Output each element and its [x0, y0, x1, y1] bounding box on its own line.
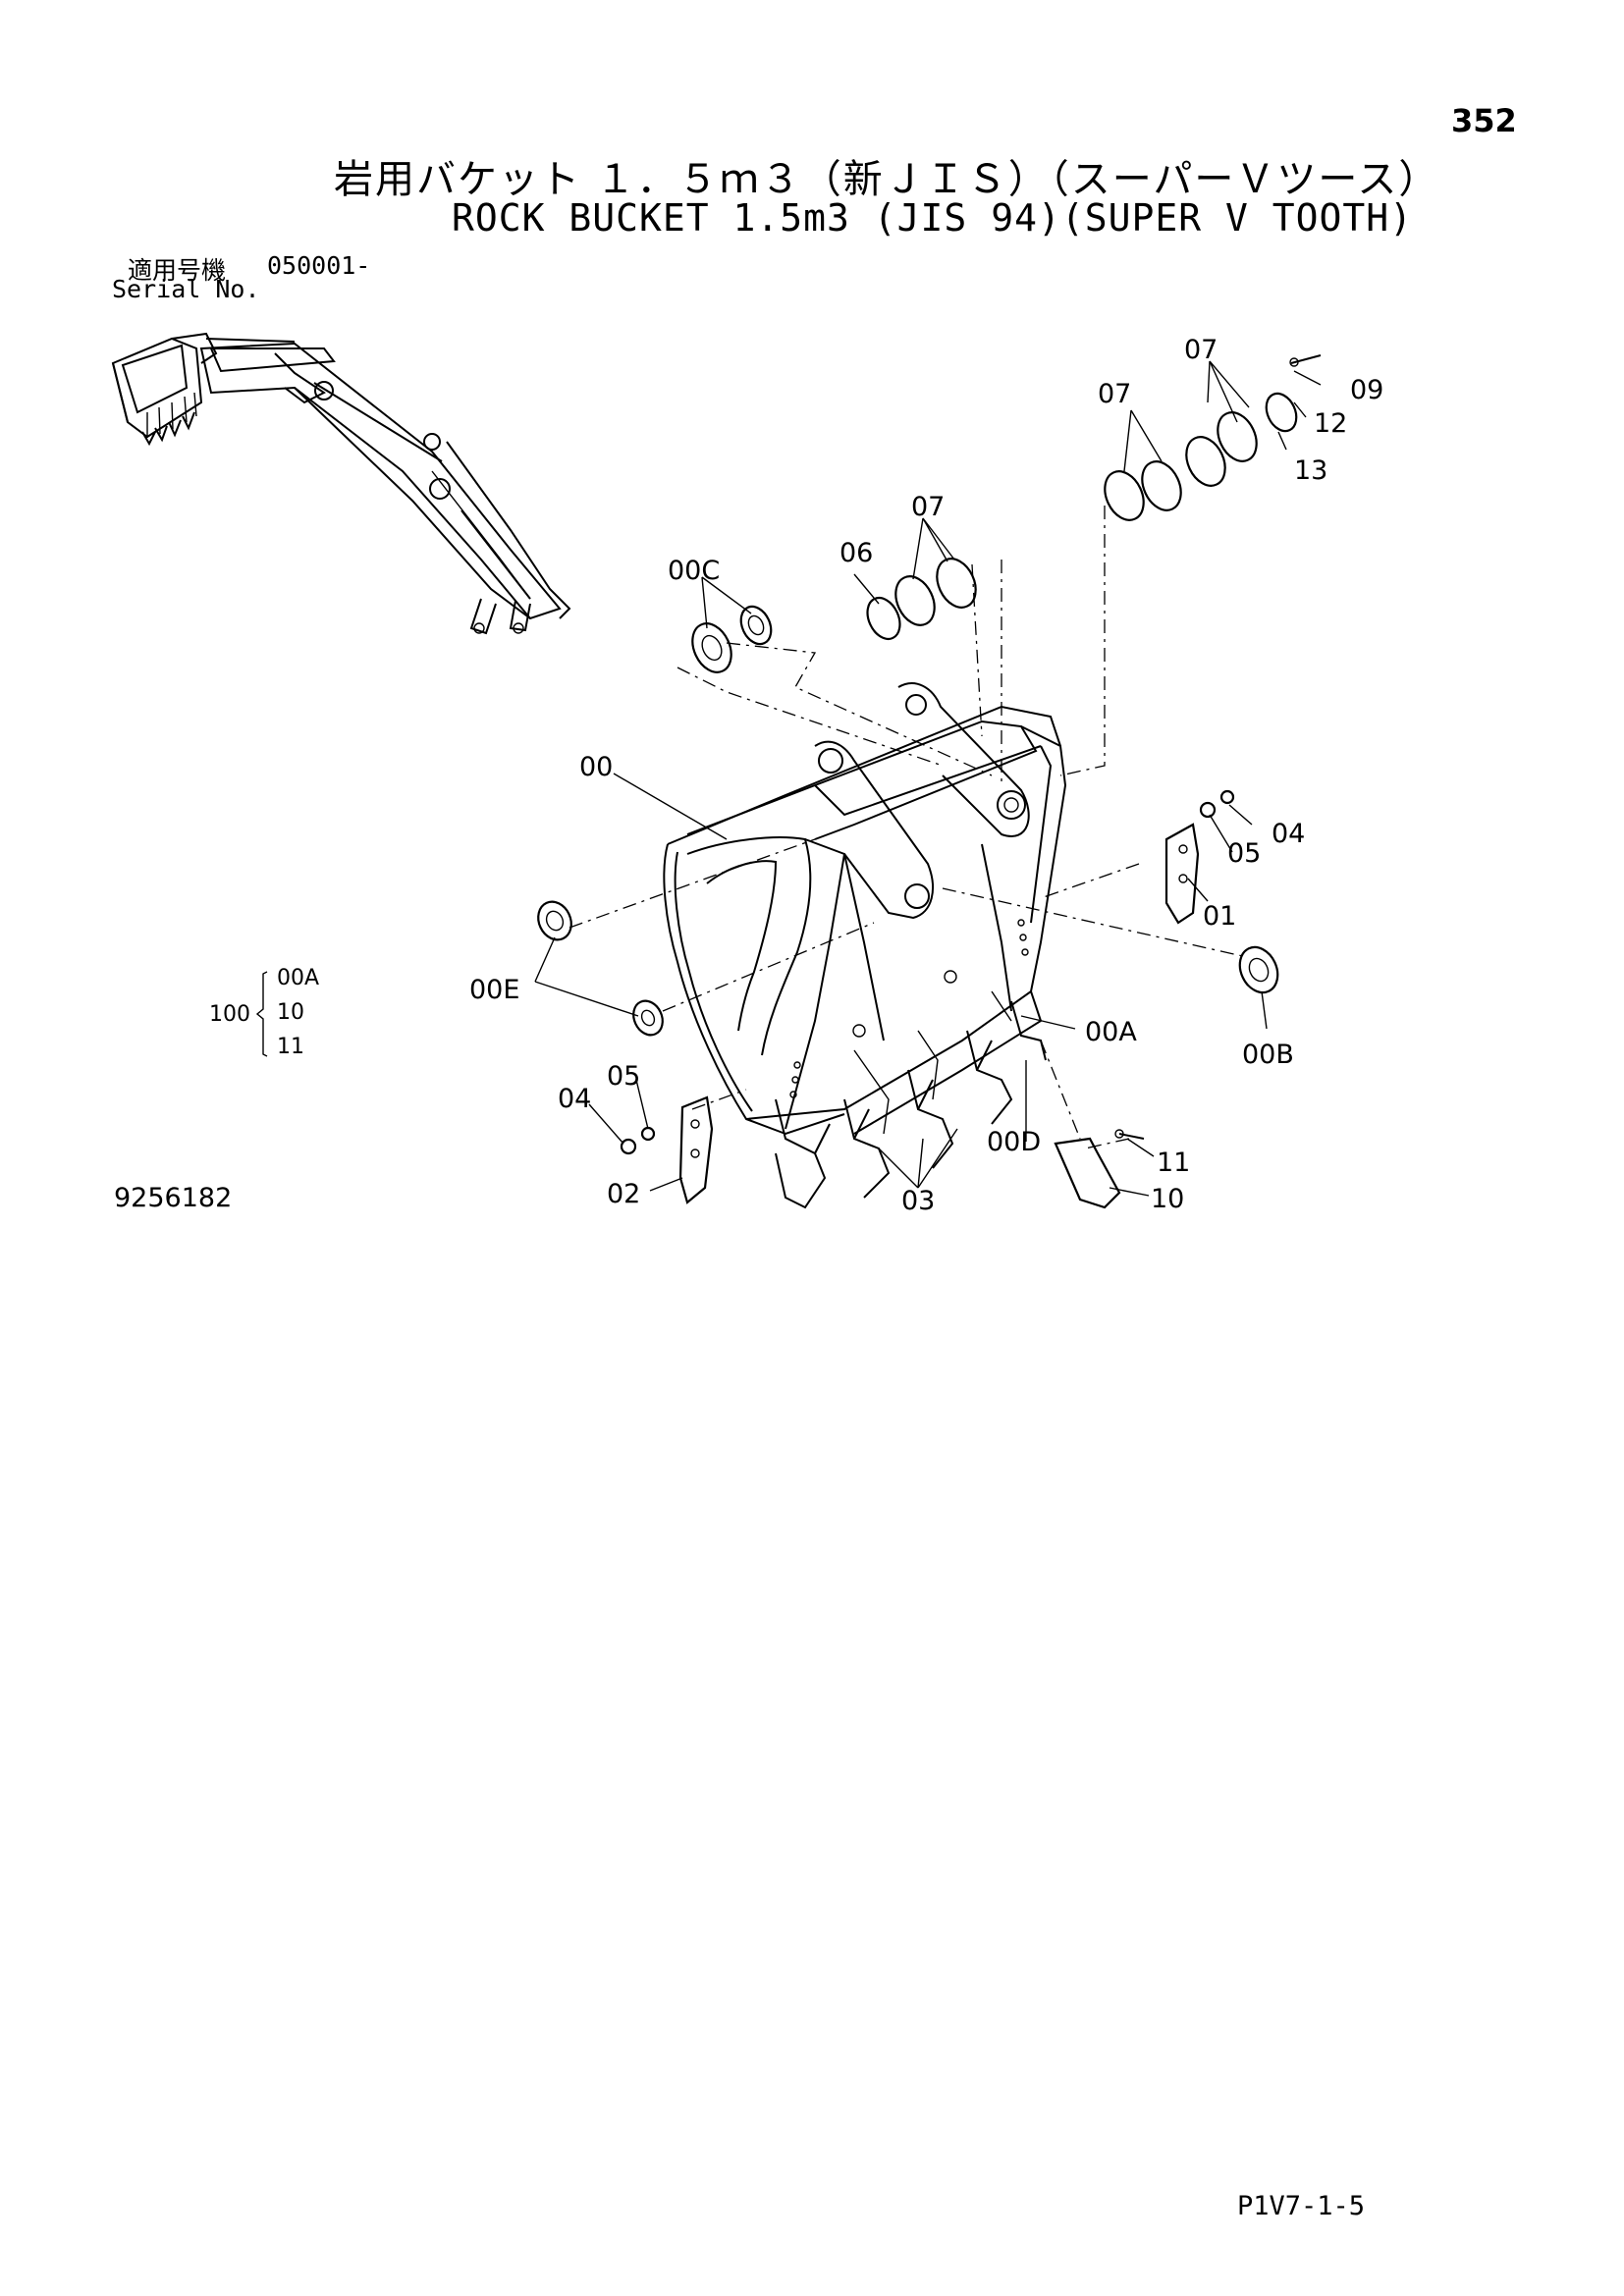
callout-00E: 00E	[469, 975, 519, 1005]
drawing-number: 9256182	[114, 1183, 233, 1213]
page-number: 352	[1451, 102, 1517, 139]
callout-11: 11	[1157, 1148, 1190, 1178]
callout-00A: 00A	[1085, 1017, 1137, 1047]
callout-04-left: 04	[558, 1084, 591, 1114]
callout-04-right: 04	[1272, 819, 1305, 849]
callout-10: 10	[1151, 1184, 1184, 1214]
callout-00D: 00D	[987, 1127, 1041, 1157]
kit-bracket: 100 00A 10 11	[209, 966, 319, 1059]
callout-00C: 00C	[668, 556, 720, 586]
callout-05-left: 05	[607, 1061, 640, 1092]
title-japanese: 岩用バケット １．５ｍ３（新ＪＩＳ）（スーパーＶツース）	[334, 157, 1440, 202]
side-parts	[537, 789, 1279, 1209]
kit-item-10: 10	[277, 1000, 304, 1025]
assembly-lines	[568, 506, 1248, 1149]
callout-labels: 07 07 09 12 13 07 06 00C 00 04 05 01 00E…	[469, 335, 1383, 1216]
serial-value: 050001-	[267, 251, 371, 280]
callout-09: 09	[1350, 375, 1383, 405]
serial-label-english: Serial No.	[112, 275, 260, 303]
title-english: ROCK BUCKET 1.5m3 (JIS 94)(SUPER V TOOTH…	[452, 196, 1413, 240]
callout-00: 00	[579, 752, 613, 782]
shims-top-right	[1104, 354, 1322, 521]
excavator-arm-thumbnail	[111, 332, 571, 635]
footer-code: P1V7-1-5	[1237, 2191, 1366, 2221]
callout-02: 02	[607, 1179, 640, 1209]
callout-12: 12	[1314, 408, 1347, 439]
callout-07-top: 07	[1184, 335, 1218, 365]
bucket-assembly	[663, 682, 1067, 1209]
callout-05-right: 05	[1227, 838, 1261, 869]
kit-number: 100	[209, 1002, 250, 1027]
callout-03: 03	[901, 1186, 935, 1216]
callout-07-left: 07	[1098, 379, 1131, 409]
kit-item-11: 11	[277, 1035, 304, 1059]
callout-06: 06	[839, 538, 873, 568]
shims-middle	[691, 558, 977, 673]
callout-13: 13	[1294, 455, 1327, 486]
callout-00B: 00B	[1242, 1040, 1294, 1070]
serial-label-japanese: 適用号機	[128, 256, 227, 285]
kit-item-00A: 00A	[277, 966, 319, 990]
callout-01: 01	[1203, 901, 1236, 932]
leader-lines	[534, 360, 1322, 1197]
callout-07-mid: 07	[911, 492, 945, 522]
